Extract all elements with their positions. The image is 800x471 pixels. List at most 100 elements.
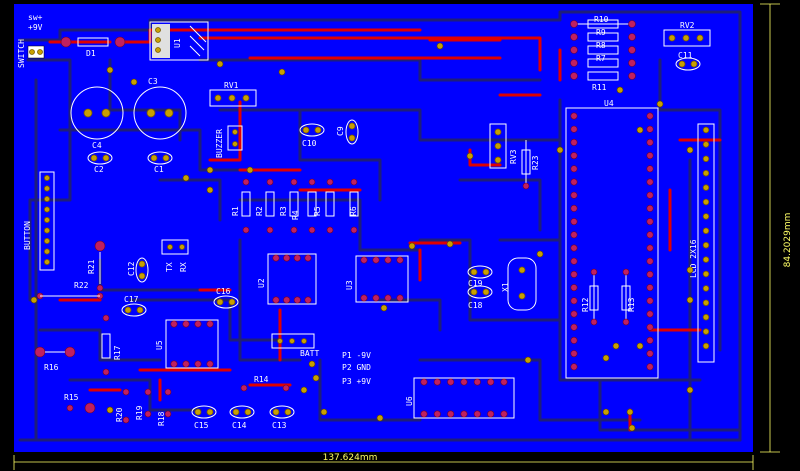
regulator-u1[interactable]: U1	[149, 21, 209, 61]
diode-d1[interactable]: D1	[60, 36, 126, 58]
u4-pin	[646, 165, 654, 173]
resistor-r15[interactable]: R15	[64, 393, 96, 414]
resistor-r17[interactable]: R17	[101, 314, 122, 376]
lcd-connector[interactable]: LCD 2X16	[689, 123, 715, 363]
r17-label: R17	[113, 345, 122, 360]
lcd-pin	[702, 328, 710, 335]
capacitor-c15[interactable]: C15	[191, 405, 217, 430]
r11-label: R11	[592, 83, 607, 92]
resistor-r9[interactable]: R9	[570, 28, 636, 42]
resistor-array[interactable]: R10 R9 R8 R7 R11	[570, 15, 636, 92]
u3-pin	[372, 294, 380, 302]
resistor-pad	[350, 226, 358, 234]
capacitor-c11[interactable]: C11	[675, 51, 701, 71]
via	[312, 374, 320, 382]
button-label: BUTTON	[23, 221, 32, 250]
capacitor-c17[interactable]: C17	[121, 295, 147, 317]
r15-label: R15	[64, 393, 79, 402]
lcd-pin	[702, 169, 710, 177]
resistor-r23[interactable]: R23	[521, 140, 540, 190]
u3-pin	[396, 256, 404, 264]
resistor-r18[interactable]: R18	[157, 388, 172, 426]
via	[446, 240, 454, 248]
via	[206, 166, 214, 174]
resistor-body	[289, 191, 299, 217]
capacitor-c12[interactable]: C12	[127, 257, 149, 283]
button-connector[interactable]: BUTTON	[23, 171, 55, 271]
resistor-r12[interactable]: R12	[581, 268, 599, 326]
resistor-r10[interactable]: R10	[570, 15, 636, 29]
lcd-label: LCD 2X16	[689, 239, 698, 278]
c12-label: C12	[127, 261, 136, 276]
capacitor-c4[interactable]: C4	[70, 86, 124, 150]
resistor-r16[interactable]: R16	[34, 346, 76, 372]
r2-label: R2	[255, 206, 264, 216]
via	[308, 360, 316, 368]
u4-pin	[570, 257, 578, 265]
via	[686, 146, 694, 154]
trimmer-rv3[interactable]: RV3	[489, 123, 518, 169]
u4-pin	[570, 178, 578, 186]
u4-pin	[570, 284, 578, 292]
u2-pin	[272, 254, 280, 262]
p1-label: P1 -9V	[342, 351, 371, 360]
crystal-x1[interactable]: X1	[501, 257, 537, 311]
bottom-traces	[18, 10, 742, 442]
u4-pin	[646, 244, 654, 252]
capacitor-c14[interactable]: C14	[229, 405, 255, 430]
u3-pin	[360, 256, 368, 264]
c14-label: C14	[232, 421, 247, 430]
resistor-body	[241, 191, 251, 217]
capacitor-c13[interactable]: C13	[269, 405, 295, 430]
via	[524, 356, 532, 364]
lcd-pin	[702, 256, 710, 263]
via	[278, 68, 286, 76]
resistor-r13[interactable]: R13	[621, 268, 636, 326]
ic-u5[interactable]: U5	[155, 319, 219, 369]
ic-u6[interactable]: U6	[405, 377, 515, 419]
resistor-r7[interactable]: R7	[570, 54, 636, 68]
r12-label: R12	[581, 297, 590, 312]
u5-pin	[182, 320, 190, 328]
battery-connector[interactable]: BATT	[271, 333, 319, 358]
capacitor-c19[interactable]: C19	[467, 265, 493, 288]
ic-u3[interactable]: U3	[345, 255, 409, 303]
u4-pin	[646, 152, 654, 160]
resistor-pad	[266, 178, 274, 186]
capacitor-c3[interactable]: C3	[133, 77, 187, 140]
buzzer-connector[interactable]: BUZZER	[215, 125, 243, 158]
r9-label: R9	[596, 28, 606, 37]
resistor-r20[interactable]: R20	[115, 388, 130, 424]
u4-pin	[646, 336, 654, 344]
resistor-r22[interactable]: R22	[36, 281, 104, 300]
u4-pin	[570, 218, 578, 226]
resistor-r14[interactable]: R14	[240, 375, 290, 392]
switch-connector[interactable]: SWITCH sw+ +9V	[17, 13, 45, 68]
resistor-r21[interactable]: R21	[87, 240, 106, 292]
capacitor-c10[interactable]: C10	[299, 123, 325, 148]
tx-rx-connector[interactable]: TX RX	[161, 239, 189, 272]
u4-pin	[646, 257, 654, 265]
microcontroller-u4[interactable]: U4	[565, 99, 659, 379]
resistors-r1-r6[interactable]: R1 R2 R3 R4 R5 R6	[231, 178, 359, 234]
resistor-r8[interactable]: R8	[570, 41, 636, 55]
capacitor-c1[interactable]: C1	[147, 151, 173, 174]
lcd-pin	[702, 314, 710, 321]
u3-label: U3	[345, 280, 354, 290]
via	[246, 166, 254, 174]
capacitor-c18[interactable]: C18	[467, 285, 493, 310]
resistor-r19[interactable]: R19	[135, 388, 152, 420]
capacitor-c9[interactable]: C9	[336, 119, 359, 145]
u4-pin	[646, 178, 654, 186]
capacitor-c2[interactable]: C2	[87, 151, 113, 174]
via	[636, 126, 644, 134]
u4-pin	[646, 218, 654, 226]
trimmer-rv2[interactable]: RV2	[663, 21, 711, 47]
capacitor-c16[interactable]: C16	[213, 287, 239, 309]
u4-pin	[570, 165, 578, 173]
trimmer-rv1[interactable]: RV1	[209, 81, 257, 107]
resistor-r11[interactable]: R11	[570, 71, 636, 92]
resistor-pad	[308, 178, 316, 186]
u4-pin	[646, 191, 654, 199]
ic-u2[interactable]: U2	[257, 253, 317, 305]
